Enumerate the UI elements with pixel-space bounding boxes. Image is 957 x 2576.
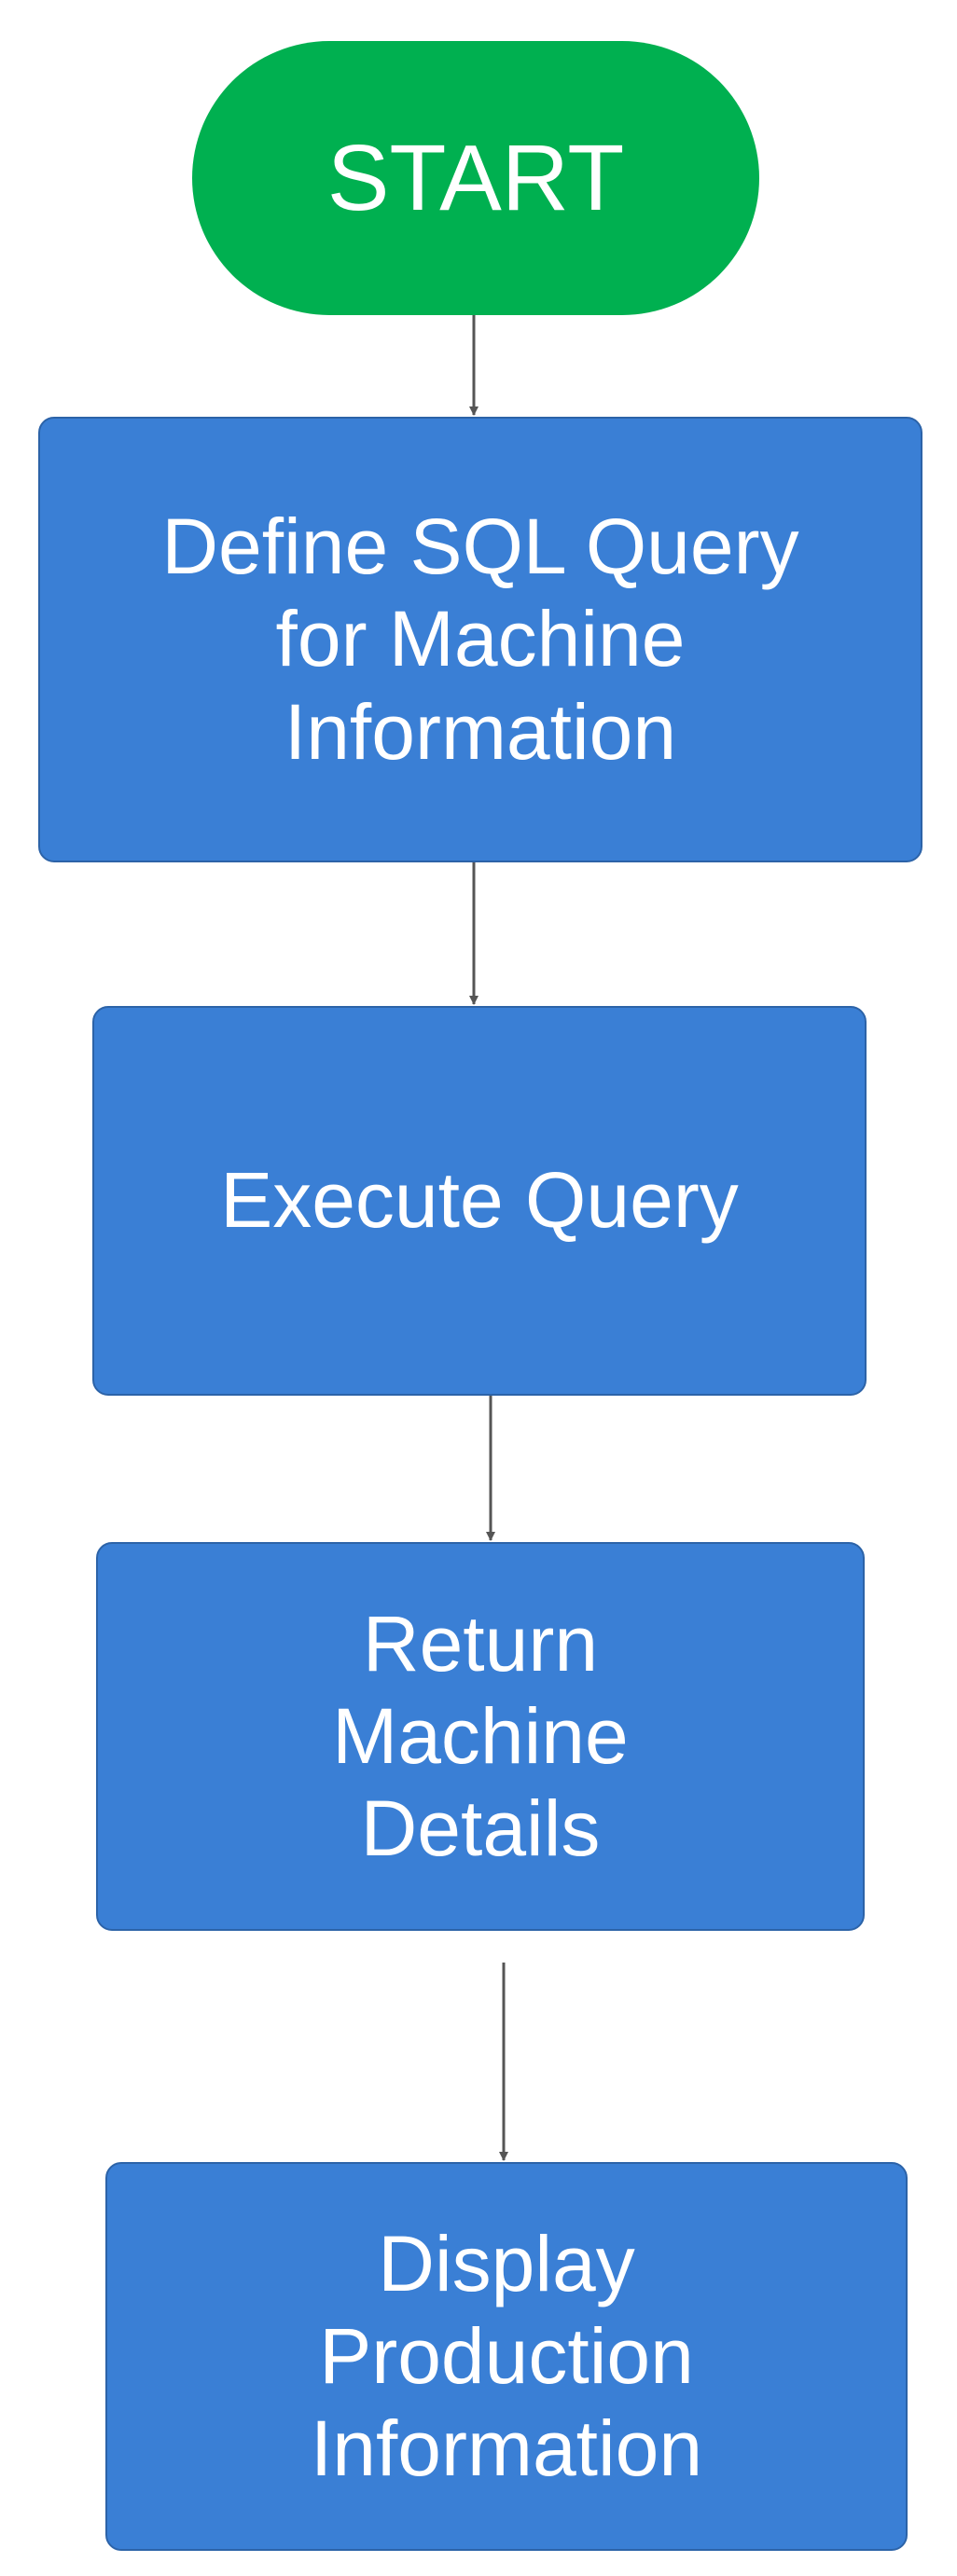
process-box-define-sql-query xyxy=(38,417,922,862)
process-box-execute-query xyxy=(92,1006,867,1396)
start-terminator xyxy=(192,41,759,315)
process-box-display-production-information xyxy=(105,2162,908,2551)
process-box-return-machine-details xyxy=(96,1542,865,1931)
